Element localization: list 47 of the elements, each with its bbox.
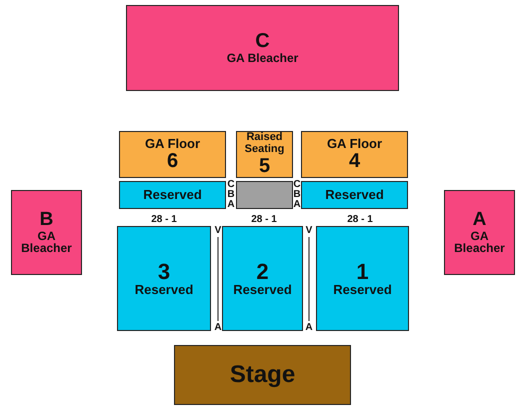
section-name: GA Bleacher <box>20 230 73 256</box>
section-name: Reserved <box>134 283 194 297</box>
row-letter: B <box>226 190 236 200</box>
row-letter: B <box>292 190 302 200</box>
seating-section <box>119 131 226 178</box>
section-name: GA Floor <box>144 137 200 151</box>
seating-section <box>301 131 408 178</box>
section-name: Reserved <box>325 188 384 202</box>
bleacher-section <box>11 190 82 275</box>
section-number: 3 <box>158 260 170 284</box>
row-letter: A <box>226 200 236 210</box>
section-letter: A <box>472 210 486 230</box>
section-name: Reserved <box>233 283 292 297</box>
section-number: 6 <box>166 150 178 172</box>
section-name: Raised Seating <box>244 132 286 156</box>
stage-label: Stage <box>230 362 296 388</box>
section-number: 5 <box>258 156 270 177</box>
section-letter: C <box>255 31 270 52</box>
row-letter: A <box>292 200 302 210</box>
row-letter: A <box>213 323 223 333</box>
row-letter: V <box>304 226 314 236</box>
section-number: 2 <box>256 260 269 284</box>
seating-area <box>236 181 293 209</box>
seating-section <box>316 226 409 331</box>
section-number: 1 <box>356 260 369 284</box>
seating-section <box>236 131 293 178</box>
seating-section <box>119 181 226 209</box>
row-letter: C <box>292 180 302 190</box>
seating-section <box>301 181 408 209</box>
seating-section <box>117 226 211 331</box>
section-letter: B <box>40 210 54 230</box>
seating-section <box>222 226 303 331</box>
row-letter: A <box>304 323 314 333</box>
section-name: Reserved <box>333 283 392 297</box>
section-name: Reserved <box>143 188 202 202</box>
section-name: GA Bleacher <box>453 230 506 256</box>
stage <box>174 345 351 405</box>
seat-range: 28 - 1 <box>150 215 178 225</box>
bleacher-section <box>444 190 515 275</box>
section-name: GA Floor <box>326 137 382 151</box>
row-letter: V <box>214 226 222 236</box>
seat-range: 28 - 1 <box>250 215 278 225</box>
seat-range: 28 - 1 <box>346 215 374 225</box>
row-letter: C <box>226 180 236 190</box>
section-name: GA Bleacher <box>226 52 298 65</box>
bleacher-section <box>126 5 399 91</box>
section-number: 4 <box>348 150 360 172</box>
